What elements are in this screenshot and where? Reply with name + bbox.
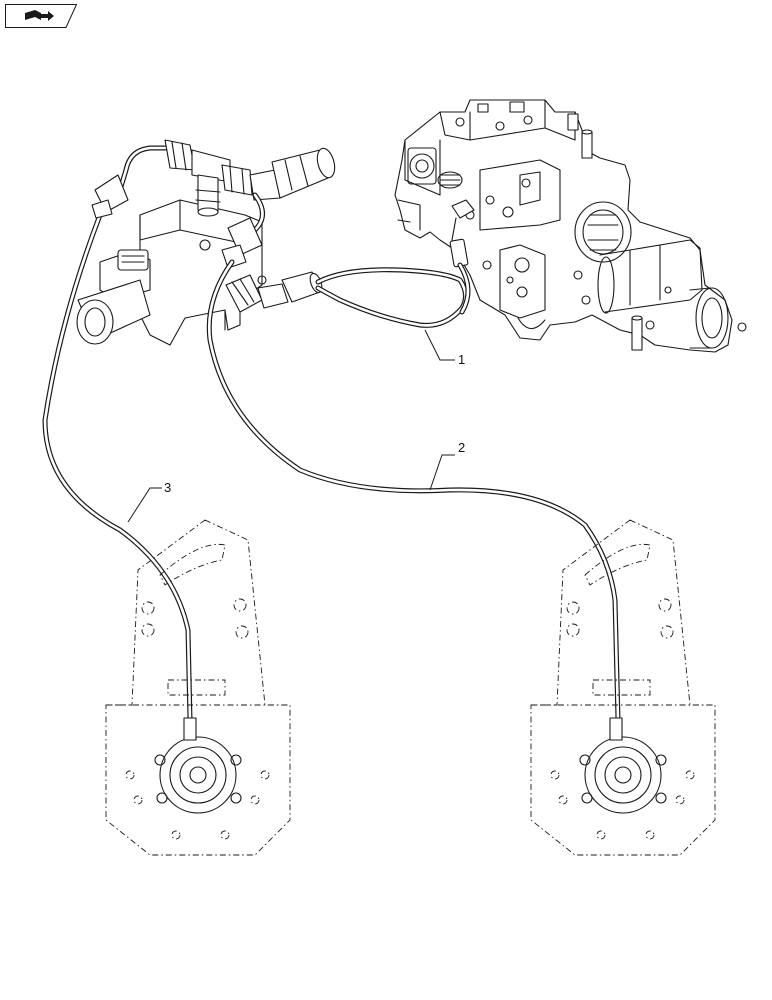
hose-2 <box>206 259 621 723</box>
book-arrow-icon[interactable] <box>5 4 78 28</box>
hose-1 <box>315 267 468 328</box>
left-wheel-motor-housing <box>105 519 291 856</box>
callout-3-label: 3 <box>164 480 171 495</box>
hose-3 <box>42 174 193 723</box>
callout-3: 3 <box>127 480 171 523</box>
lower-adapter <box>225 271 323 313</box>
callout-2-label: 2 <box>458 440 465 455</box>
valve-block <box>76 199 267 346</box>
callout-2: 2 <box>429 440 465 491</box>
right-wheel-motor-housing <box>530 519 716 856</box>
callout-1: 1 <box>424 329 465 367</box>
hose-1-upper <box>457 262 471 315</box>
callout-1-label: 1 <box>458 352 465 367</box>
hydraulic-pump-assembly <box>394 99 747 353</box>
tee-fitting <box>117 139 336 269</box>
